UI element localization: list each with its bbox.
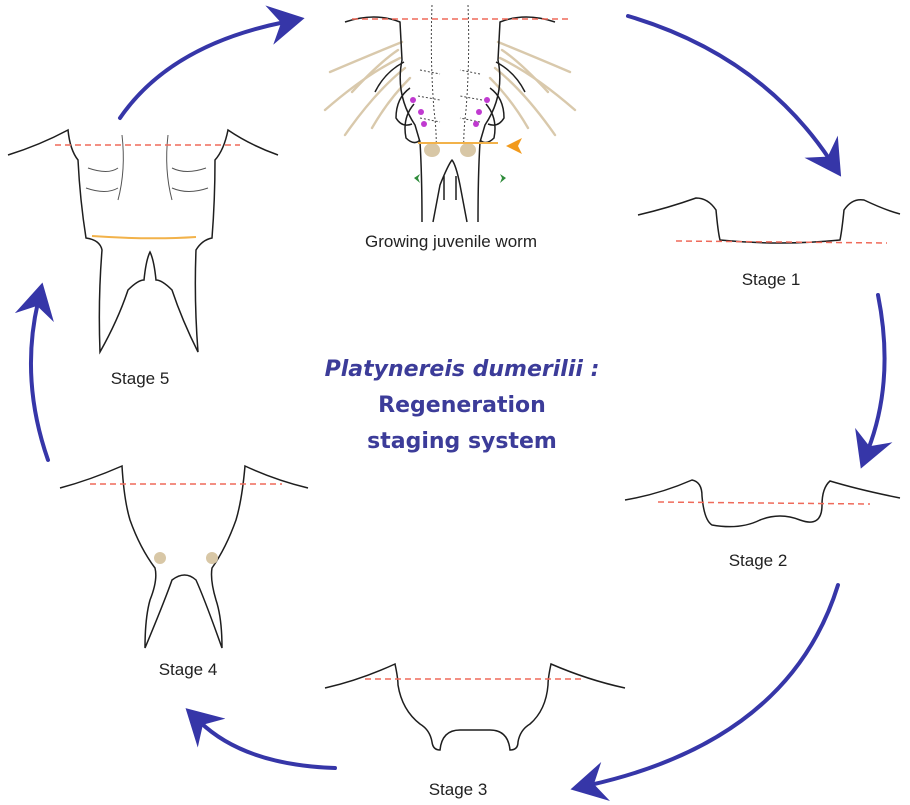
stage4-drawing xyxy=(60,466,308,648)
juvenile-cirri-buds xyxy=(424,143,476,157)
diagram-title: Platynereis dumerilii : Regeneration sta… xyxy=(325,352,600,460)
arrow-stage2-to-stage3 xyxy=(590,585,838,785)
label-stage4: Stage 4 xyxy=(159,660,218,680)
stage1-drawing xyxy=(638,198,900,243)
arrow-juvenile-to-stage1 xyxy=(628,16,830,160)
arrow-stage1-to-stage2 xyxy=(868,295,885,450)
label-juvenile-worm: Growing juvenile worm xyxy=(365,232,537,252)
orange-marker-icon xyxy=(506,138,522,154)
title-line-regeneration: Regeneration xyxy=(325,388,600,424)
title-species: Platynereis dumerilii : xyxy=(325,352,600,388)
green-marker-left-icon xyxy=(414,174,420,183)
juvenile-dotted-midline xyxy=(418,5,482,150)
juvenile-worm-drawing xyxy=(325,5,575,222)
label-stage3: Stage 3 xyxy=(429,780,488,800)
arrow-stage4-to-stage5 xyxy=(31,302,48,460)
green-marker-right-icon xyxy=(500,174,506,183)
arrow-stage3-to-stage4 xyxy=(200,722,335,768)
stage3-drawing xyxy=(325,664,625,750)
title-line-staging-system: staging system xyxy=(325,424,600,460)
bristles xyxy=(325,42,575,135)
label-stage1: Stage 1 xyxy=(742,270,801,290)
stage5-drawing xyxy=(8,130,278,352)
label-stage5: Stage 5 xyxy=(111,369,170,389)
arrow-stage5-to-juvenile xyxy=(120,22,285,118)
parapodia-dots xyxy=(410,97,490,127)
stage2-drawing xyxy=(625,480,900,527)
label-stage2: Stage 2 xyxy=(729,551,788,571)
